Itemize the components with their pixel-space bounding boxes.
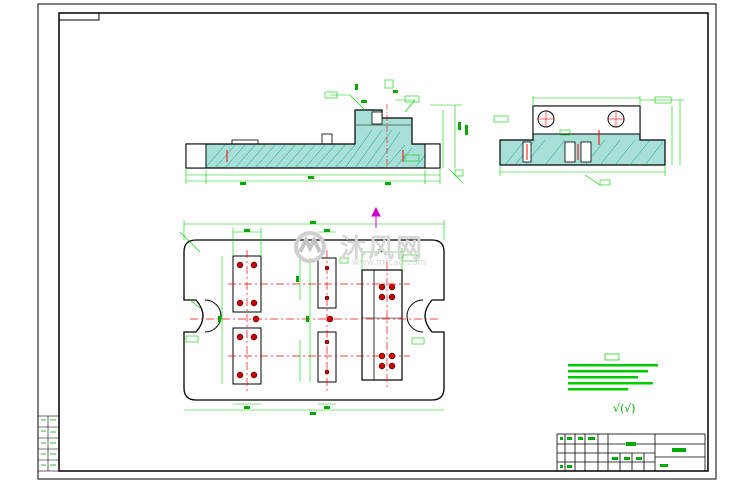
front-view-body bbox=[185, 109, 441, 169]
plan-block-right bbox=[361, 269, 403, 381]
plan-view-dimensions bbox=[179, 220, 445, 411]
plan-view-center-lines bbox=[190, 250, 440, 394]
plan-view-bolt-holes bbox=[236, 261, 396, 379]
binding-margin-box bbox=[37, 415, 60, 472]
top-plan-view bbox=[183, 239, 445, 401]
front-view-dimensions bbox=[185, 79, 464, 184]
technical-notes bbox=[568, 353, 658, 391]
front-view-labels bbox=[240, 84, 468, 185]
side-view-dimensions bbox=[493, 96, 684, 186]
surface-finish-symbol: √(√) bbox=[613, 402, 636, 415]
title-block bbox=[556, 433, 706, 472]
outer-border bbox=[37, 3, 717, 480]
plan-view-dim-values bbox=[218, 221, 384, 415]
mf-logo-icon bbox=[294, 231, 326, 263]
plan-view-baseplate bbox=[183, 239, 445, 401]
front-section-view bbox=[185, 104, 441, 170]
title-block-text bbox=[560, 437, 686, 468]
binding-margin-text bbox=[41, 419, 56, 466]
inner-border bbox=[58, 12, 709, 472]
watermark-brand: 沐风网 bbox=[340, 234, 425, 264]
direction-arrow bbox=[371, 206, 381, 228]
corner-tag bbox=[58, 12, 100, 21]
side-section-view bbox=[499, 105, 666, 166]
watermark-url: www.mfcad.com bbox=[352, 258, 427, 268]
front-view-hatch bbox=[204, 129, 436, 169]
